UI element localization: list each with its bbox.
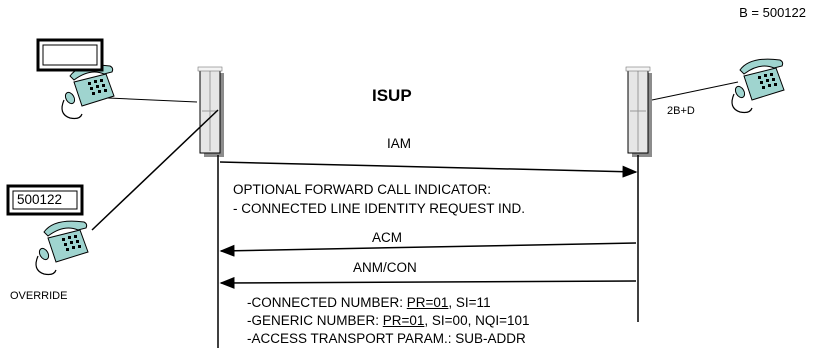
iam-label: IAM	[387, 136, 412, 151]
anm-label: ANM/CON	[353, 260, 417, 275]
phone-a-icon	[61, 64, 115, 120]
display-number: 500122	[17, 192, 63, 207]
protocol-title: ISUP	[372, 86, 412, 105]
forward-indicator-line2: - CONNECTED LINE IDENTITY REQUEST IND.	[233, 201, 526, 216]
phone-override-icon	[35, 220, 89, 276]
forward-indicator-line1: OPTIONAL FORWARD CALL INDICATOR:	[233, 182, 492, 197]
left-exchange-icon	[197, 66, 225, 158]
override-label: OVERRIDE	[10, 290, 68, 302]
acm-arrow	[219, 242, 637, 257]
line-top-phone	[107, 97, 198, 103]
right-exchange-icon	[625, 66, 653, 158]
iam-arrow	[219, 161, 638, 178]
param-access-transport: -ACCESS TRANSPORT PARAM.: SUB-ADDR	[247, 331, 526, 346]
line-bottom-phone	[91, 109, 219, 231]
b-number-label: B = 500122	[739, 5, 806, 20]
param-generic-number: -GENERIC NUMBER: PR=01, SI=00, NQI=101	[247, 313, 530, 328]
anm-arrow	[219, 276, 637, 289]
phone-b-icon	[731, 58, 785, 114]
acm-label: ACM	[372, 230, 402, 245]
interface-label: 2B+D	[667, 105, 695, 117]
line-right-phone	[651, 81, 739, 101]
param-connected-number: -CONNECTED NUMBER: PR=01, SI=11	[247, 295, 491, 310]
